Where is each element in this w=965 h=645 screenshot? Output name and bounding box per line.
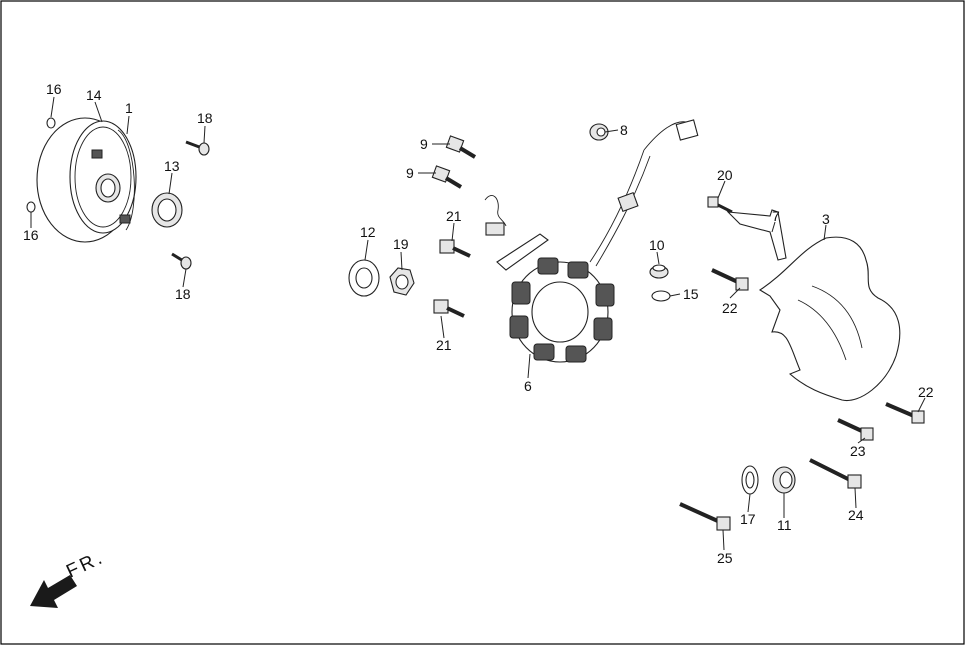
front-direction-arrow: FR. — [30, 547, 108, 608]
callout-12: 12 — [360, 224, 376, 240]
callout-1: 1 — [125, 100, 133, 116]
part-17-washer — [741, 465, 759, 495]
part-23-bolt — [837, 418, 874, 441]
part-24-bolt — [809, 458, 862, 489]
part-13-oil-seal — [151, 192, 183, 228]
callout-9-lower: 9 — [406, 165, 414, 181]
part-16-o-ring-upper — [46, 117, 56, 129]
part-21-bolt-upper — [439, 239, 471, 258]
part-10-cap — [649, 264, 669, 279]
callout-labels: 16 14 1 16 13 18 18 12 19 9 9 21 21 6 8 … — [23, 81, 934, 566]
callout-16-upper: 16 — [46, 81, 62, 97]
callout-14: 14 — [86, 87, 102, 103]
callout-25: 25 — [717, 550, 733, 566]
callout-17: 17 — [740, 511, 756, 527]
callout-16-lower: 16 — [23, 227, 39, 243]
part-7-bracket — [726, 209, 787, 261]
callout-20: 20 — [717, 167, 733, 183]
callout-11: 11 — [777, 517, 792, 533]
part-16-o-ring-lower — [26, 201, 36, 213]
callout-6: 6 — [524, 378, 532, 394]
arrow-icon — [30, 575, 77, 608]
part-25-bolt — [679, 502, 731, 531]
part-3-fan-shroud — [758, 236, 901, 402]
callout-24: 24 — [848, 507, 864, 523]
part-12-washer — [348, 259, 380, 297]
part-6-stator — [509, 119, 699, 363]
part-21-bolt-lower — [433, 299, 465, 318]
callout-8: 8 — [620, 122, 628, 138]
callout-21-upper: 21 — [446, 208, 462, 224]
callout-22-lower: 22 — [918, 384, 934, 400]
part-14-flywheel-cover — [36, 117, 137, 243]
leader-lines — [30, 96, 926, 551]
part-22-bolt-upper — [711, 268, 749, 291]
part-1-cover-gasket — [117, 129, 135, 231]
part-18-bolt-upper — [185, 140, 210, 156]
part-11-plug — [772, 466, 796, 494]
part-pulser-coil — [484, 195, 549, 271]
callout-10: 10 — [649, 237, 665, 253]
callout-15: 15 — [683, 286, 699, 302]
callout-22-upper: 22 — [722, 300, 738, 316]
callout-23: 23 — [850, 443, 866, 459]
callout-18-upper: 18 — [197, 110, 213, 126]
part-22-bolt-lower — [885, 402, 925, 424]
part-15-o-ring — [651, 290, 671, 302]
part-19-flange-nut — [389, 267, 415, 296]
callout-13: 13 — [164, 158, 180, 174]
callout-7: 7 — [772, 208, 780, 224]
callout-18-lower: 18 — [175, 286, 191, 302]
part-20-bolt — [707, 196, 733, 214]
part-9-bolt-upper — [445, 135, 477, 159]
callout-3: 3 — [822, 211, 830, 227]
part-18-bolt-lower — [171, 252, 192, 270]
callout-19: 19 — [393, 236, 409, 252]
fr-label: FR. — [63, 547, 108, 583]
callout-21-lower: 21 — [436, 337, 452, 353]
callout-9-upper: 9 — [420, 136, 428, 152]
part-9-bolt-lower — [431, 165, 463, 189]
